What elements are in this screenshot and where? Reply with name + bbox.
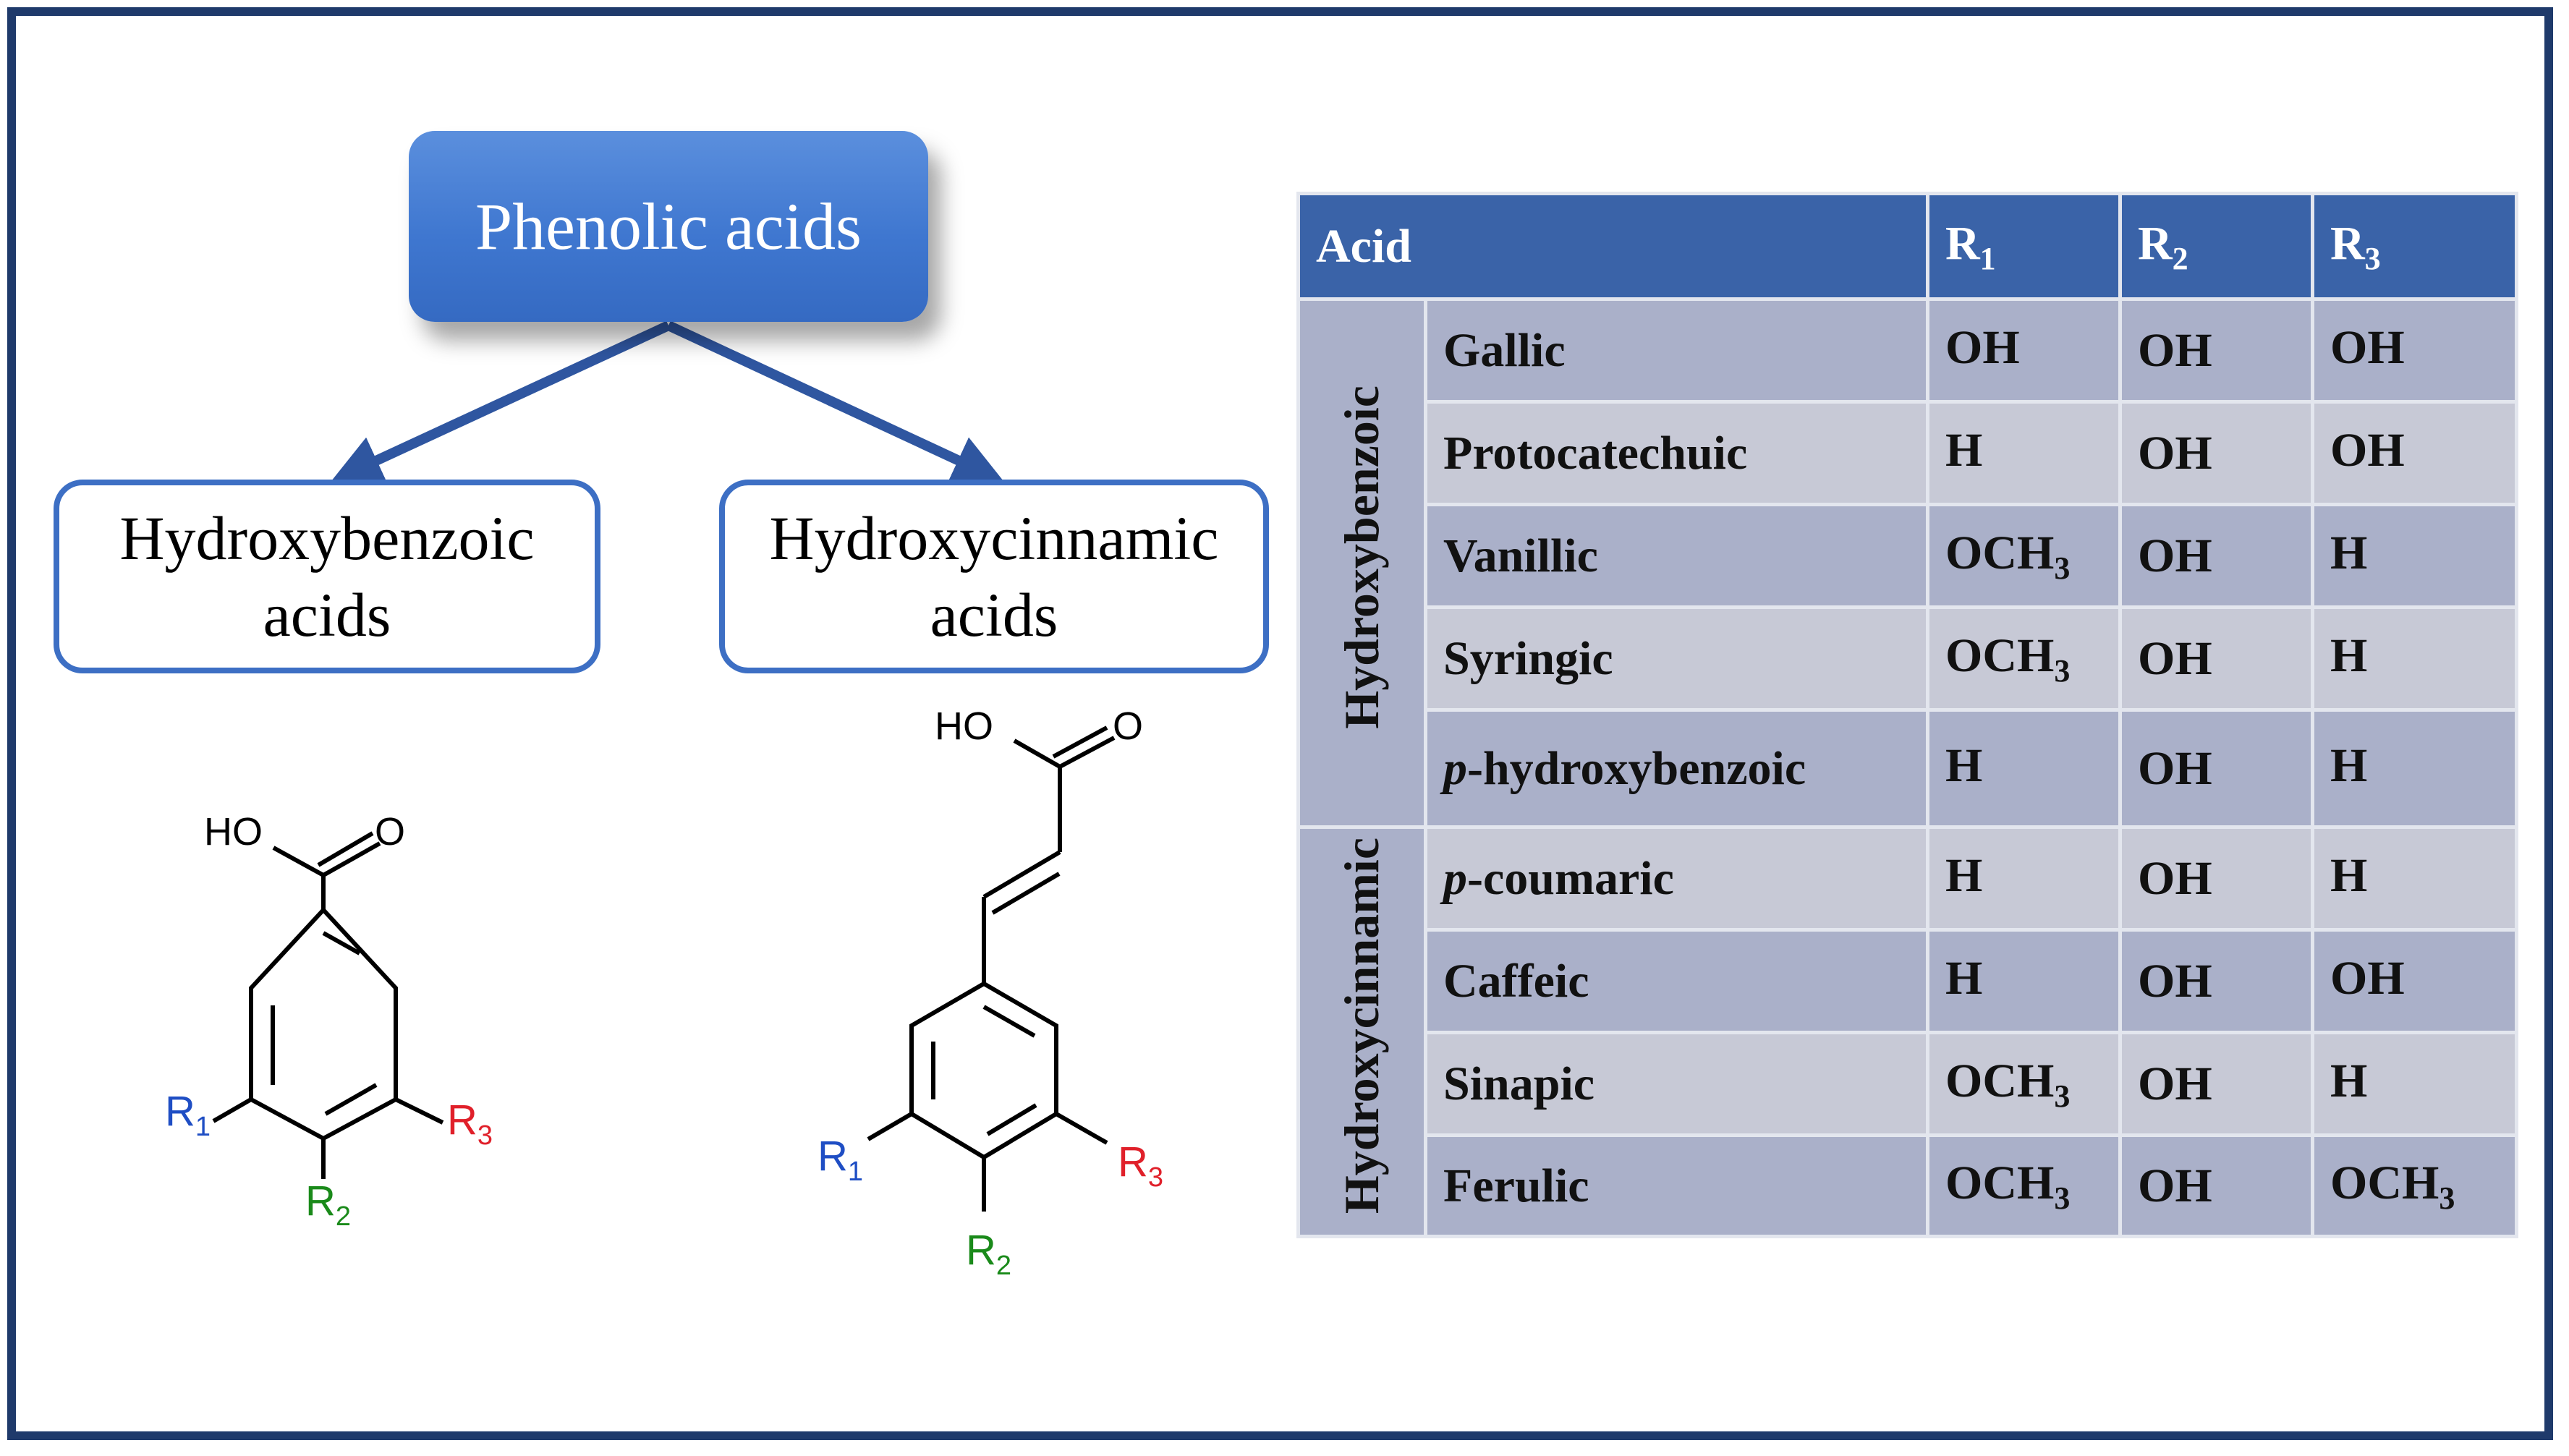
- cell-r3: OCH3: [2311, 1133, 2518, 1238]
- group-hydroxybenzoic: Hydroxybenzoic: [1296, 297, 1427, 829]
- cell-r3: OH: [2311, 297, 2518, 404]
- cell-r2: OH: [2118, 503, 2314, 609]
- cinnamic-r2-label: R2: [966, 1227, 1011, 1281]
- benzoic-r3-label: R3: [447, 1097, 493, 1151]
- cell-r2: OH: [2118, 1031, 2314, 1137]
- cell-r1: H: [1926, 825, 2122, 932]
- node-line: acids: [263, 580, 391, 650]
- cell-r3: H: [2311, 1031, 2518, 1137]
- phenolic-acids-node: Phenolic acids: [409, 131, 928, 322]
- cinnamic-r3-label: R3: [1118, 1138, 1163, 1193]
- node-line: Hydroxybenzoic: [119, 503, 535, 573]
- header-acid: Acid: [1296, 192, 1929, 301]
- cell-r2: OH: [2118, 1133, 2314, 1238]
- arrow-to-hydroxycinnamic: [666, 320, 1004, 484]
- cell-r2: OH: [2118, 297, 2314, 404]
- cell-r3: OH: [2311, 400, 2518, 506]
- cell-r1: OH: [1926, 297, 2122, 404]
- benzoic-ho-label: HO: [204, 810, 263, 853]
- hydroxycinnamic-structure: [867, 725, 1116, 1212]
- cell-r3: H: [2311, 708, 2518, 829]
- cell-r3: OH: [2311, 928, 2518, 1034]
- cell-r2: OH: [2118, 708, 2314, 829]
- cell-r3: H: [2311, 605, 2518, 712]
- arrow-to-hydroxybenzoic: [331, 320, 671, 484]
- benzoic-r1-label: R1: [165, 1088, 211, 1142]
- acid-name-cell: Gallic: [1424, 297, 1929, 404]
- acid-name-cell: Ferulic: [1424, 1133, 1929, 1238]
- header-r3: R3: [2311, 192, 2518, 301]
- group-hydroxycinnamic: Hydroxycinnamic: [1296, 825, 1427, 1238]
- acid-name-cell: Syringic: [1424, 605, 1929, 712]
- acid-name-cell: Sinapic: [1424, 1031, 1929, 1137]
- cell-r3: H: [2311, 503, 2518, 609]
- acid-name-cell: Protocatechuic: [1424, 400, 1929, 506]
- header-r1: R1: [1926, 192, 2122, 301]
- cell-r1: OCH3: [1926, 1031, 2122, 1137]
- cell-r1: OCH3: [1926, 1133, 2122, 1238]
- table-header-row: Acid R1 R2 R3: [1296, 192, 2518, 301]
- cinnamic-ho-label: HO: [935, 704, 993, 748]
- cell-r1: OCH3: [1926, 503, 2122, 609]
- benzoic-r2-label: R2: [305, 1178, 351, 1232]
- benzoic-o-label: O: [375, 810, 405, 853]
- cinnamic-r1-label: R1: [818, 1133, 863, 1187]
- acid-name-cell: p-coumaric: [1424, 825, 1929, 932]
- header-r2: R2: [2118, 192, 2314, 301]
- acid-name-cell: Vanillic: [1424, 503, 1929, 609]
- cell-r2: OH: [2118, 605, 2314, 712]
- cell-r1: H: [1926, 400, 2122, 506]
- cinnamic-o-label: O: [1113, 704, 1143, 748]
- node-line: acids: [930, 580, 1058, 650]
- cell-r1: H: [1926, 928, 2122, 1034]
- cell-r2: OH: [2118, 825, 2314, 932]
- cell-r1: OCH3: [1926, 605, 2122, 712]
- cell-r2: OH: [2118, 400, 2314, 506]
- cell-r2: OH: [2118, 928, 2314, 1034]
- acid-name-cell: Caffeic: [1424, 928, 1929, 1034]
- acid-name-cell: p-hydroxybenzoic: [1424, 708, 1929, 829]
- cell-r3: H: [2311, 825, 2518, 932]
- hydroxybenzoic-structure: [212, 831, 444, 1179]
- node-line: Hydroxycinnamic: [769, 503, 1219, 573]
- cell-r1: H: [1926, 708, 2122, 829]
